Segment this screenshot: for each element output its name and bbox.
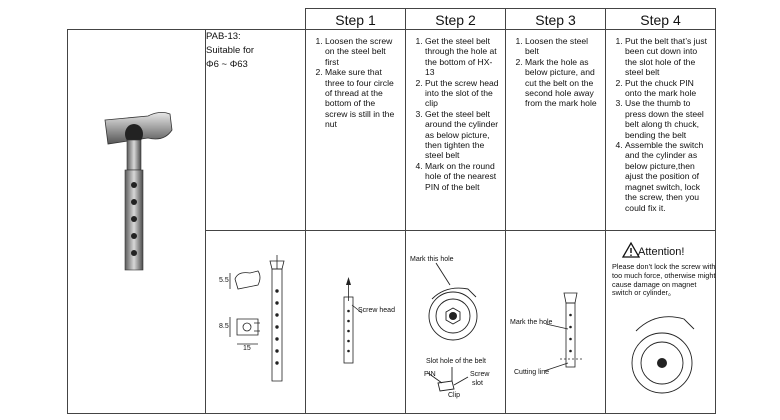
label-slot: slot: [472, 380, 483, 387]
product-photo-cell: [67, 29, 206, 414]
list-item: Loosen the steel belt: [525, 36, 599, 57]
step3-drawing-cell: Mark the hole Cutting line: [505, 230, 606, 414]
step4-header: Step 4: [605, 8, 716, 30]
label-screw-head: Screw head: [358, 307, 395, 314]
label-pin: PIN: [424, 371, 436, 378]
dimension-15: 15: [243, 345, 251, 352]
step2-text-cell: Get the steel belt through the hole at t…: [405, 29, 506, 231]
step1-drawing-cell: Screw head: [305, 230, 406, 414]
step1-header: Step 1: [305, 8, 406, 30]
list-item: Put the screw head into the slot of the …: [425, 78, 499, 109]
list-item: Put the belt that’s just been cut down i…: [625, 36, 709, 78]
dimension-drawing: [229, 255, 285, 382]
attention-title: Attention!: [638, 246, 685, 258]
model-suitable: Suitable for: [206, 45, 255, 56]
model-code: PAB-13:: [206, 31, 241, 42]
list-item: Loosen the screw on the steel belt first: [325, 36, 399, 67]
step4-attention-drawing: [621, 241, 695, 394]
label-clip: Clip: [448, 392, 461, 399]
label-cutting-line: Cutting line: [514, 369, 550, 376]
step2-drawing-cell: Mark this hole Slot hole of the belt PIN…: [405, 230, 506, 414]
list-item: Get the steel belt around the cylinder a…: [425, 109, 499, 161]
dimension-8-5: 8.5: [219, 323, 229, 330]
step4-text-cell: Put the belt that’s just been cut down i…: [605, 29, 716, 231]
attention-text: Please don’t lock the screw with too muc…: [612, 262, 716, 298]
list-item: Mark the hole as below picture, and cut …: [525, 57, 599, 109]
band-clamp-photo: [104, 112, 173, 271]
step3-text-cell: Loosen the steel belt Mark the hole as b…: [505, 29, 606, 231]
step1-belt-drawing: [343, 277, 363, 364]
step2-list: Get the steel belt through the hole at t…: [406, 30, 505, 192]
step2-cylinder-drawing: [427, 262, 478, 392]
label-screw: Screw: [470, 371, 490, 378]
list-item: Put the chuck PIN onto the mark hole: [625, 78, 709, 99]
dimension-5-5: 5.5: [219, 277, 229, 284]
list-item: Mark on the round hole of the nearest PI…: [425, 161, 499, 192]
instruction-table: Step 1 Step 2 Step 3 Step 4: [67, 8, 716, 414]
step4-list: Put the belt that’s just been cut down i…: [606, 30, 715, 213]
model-cell: PAB-13: Suitable for Φ6 ~ Φ63: [205, 29, 306, 231]
step3-belt-drawing: [543, 292, 582, 372]
model-range: Φ6 ~ Φ63: [206, 59, 248, 70]
dimension-drawing-cell: 5.5 8.5 15: [205, 230, 306, 414]
label-slot-hole: Slot hole of the belt: [426, 358, 486, 365]
step1-list: Loosen the screw on the steel belt first…: [306, 30, 405, 130]
step2-header: Step 2: [405, 8, 506, 30]
step4-drawing-cell: Attention! Please don’t lock the screw w…: [605, 230, 716, 414]
step1-text-cell: Loosen the screw on the steel belt first…: [305, 29, 406, 231]
list-item: Make sure that three to four circle of t…: [325, 67, 399, 129]
label-mark-the-hole: Mark the hole: [510, 319, 553, 326]
list-item: Use the thumb to press down the steel be…: [625, 98, 709, 140]
label-mark-this-hole: Mark this hole: [410, 256, 454, 263]
list-item: Assemble the switch and the cylinder as …: [625, 140, 709, 213]
list-item: Get the steel belt through the hole at t…: [425, 36, 499, 78]
step3-list: Loosen the steel belt Mark the hole as b…: [506, 30, 605, 109]
step3-header: Step 3: [505, 8, 606, 30]
